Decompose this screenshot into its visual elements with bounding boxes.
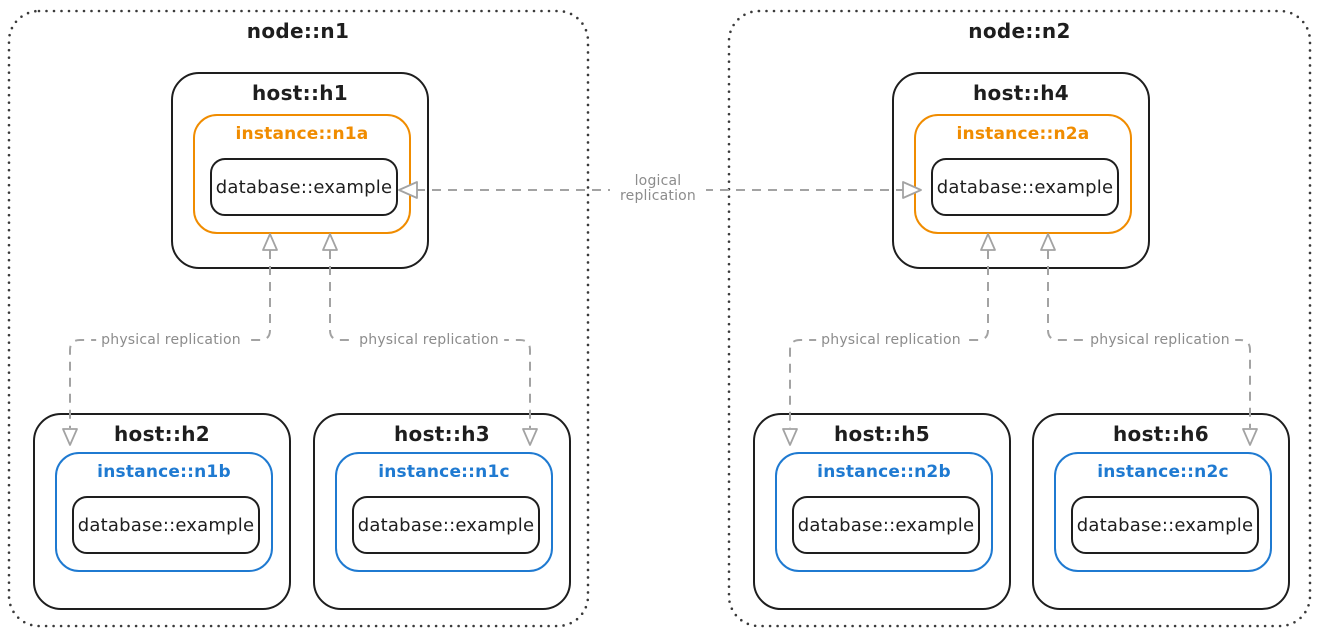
host-box-h6: host::h6 instance::n2c database::example [1032, 413, 1290, 610]
host-box-h5: host::h5 instance::n2b database::example [753, 413, 1011, 610]
node-n1-title: node::n1 [246, 19, 350, 43]
node-n2-title: node::n2 [968, 19, 1071, 43]
instance-box-n2a: instance::n2a database::example [914, 114, 1132, 234]
database-box-h2: database::example [72, 496, 260, 554]
physical-replication-label-3: physical replication [816, 331, 966, 349]
database-box-h6: database::example [1071, 496, 1259, 554]
instance-title-n2a: instance::n2a [956, 124, 1090, 144]
host-box-h2: host::h2 instance::n1b database::example [33, 413, 291, 610]
host-title-h1: host::h1 [252, 81, 348, 105]
instance-title-n1c: instance::n1c [378, 462, 510, 482]
host-title-h3: host::h3 [394, 422, 490, 446]
physical-replication-label-2: physical replication [354, 331, 504, 349]
database-box-h5: database::example [792, 496, 980, 554]
instance-title-n1a: instance::n1a [235, 124, 369, 144]
instance-title-n2c: instance::n2c [1097, 462, 1229, 482]
physical-replication-label-4: physical replication [1085, 331, 1235, 349]
instance-box-n1c: instance::n1c database::example [335, 452, 553, 572]
instance-box-n2b: instance::n2b database::example [775, 452, 993, 572]
host-box-h1: host::h1 instance::n1a database::example [171, 72, 429, 269]
physical-replication-label-1: physical replication [96, 331, 246, 349]
database-box-h3: database::example [352, 496, 540, 554]
host-title-h4: host::h4 [973, 81, 1069, 105]
host-box-h3: host::h3 instance::n1c database::example [313, 413, 571, 610]
database-box-h1: database::example [210, 158, 398, 216]
logical-replication-label: logical replication [610, 173, 706, 205]
instance-box-n1b: instance::n1b database::example [55, 452, 273, 572]
host-title-h5: host::h5 [834, 422, 930, 446]
instance-title-n2b: instance::n2b [817, 462, 951, 482]
instance-box-n2c: instance::n2c database::example [1054, 452, 1272, 572]
instance-title-n1b: instance::n1b [97, 462, 231, 482]
host-title-h6: host::h6 [1113, 422, 1209, 446]
instance-box-n1a: instance::n1a database::example [193, 114, 411, 234]
host-title-h2: host::h2 [114, 422, 210, 446]
database-box-h4: database::example [931, 158, 1119, 216]
host-box-h4: host::h4 instance::n2a database::example [892, 72, 1150, 269]
